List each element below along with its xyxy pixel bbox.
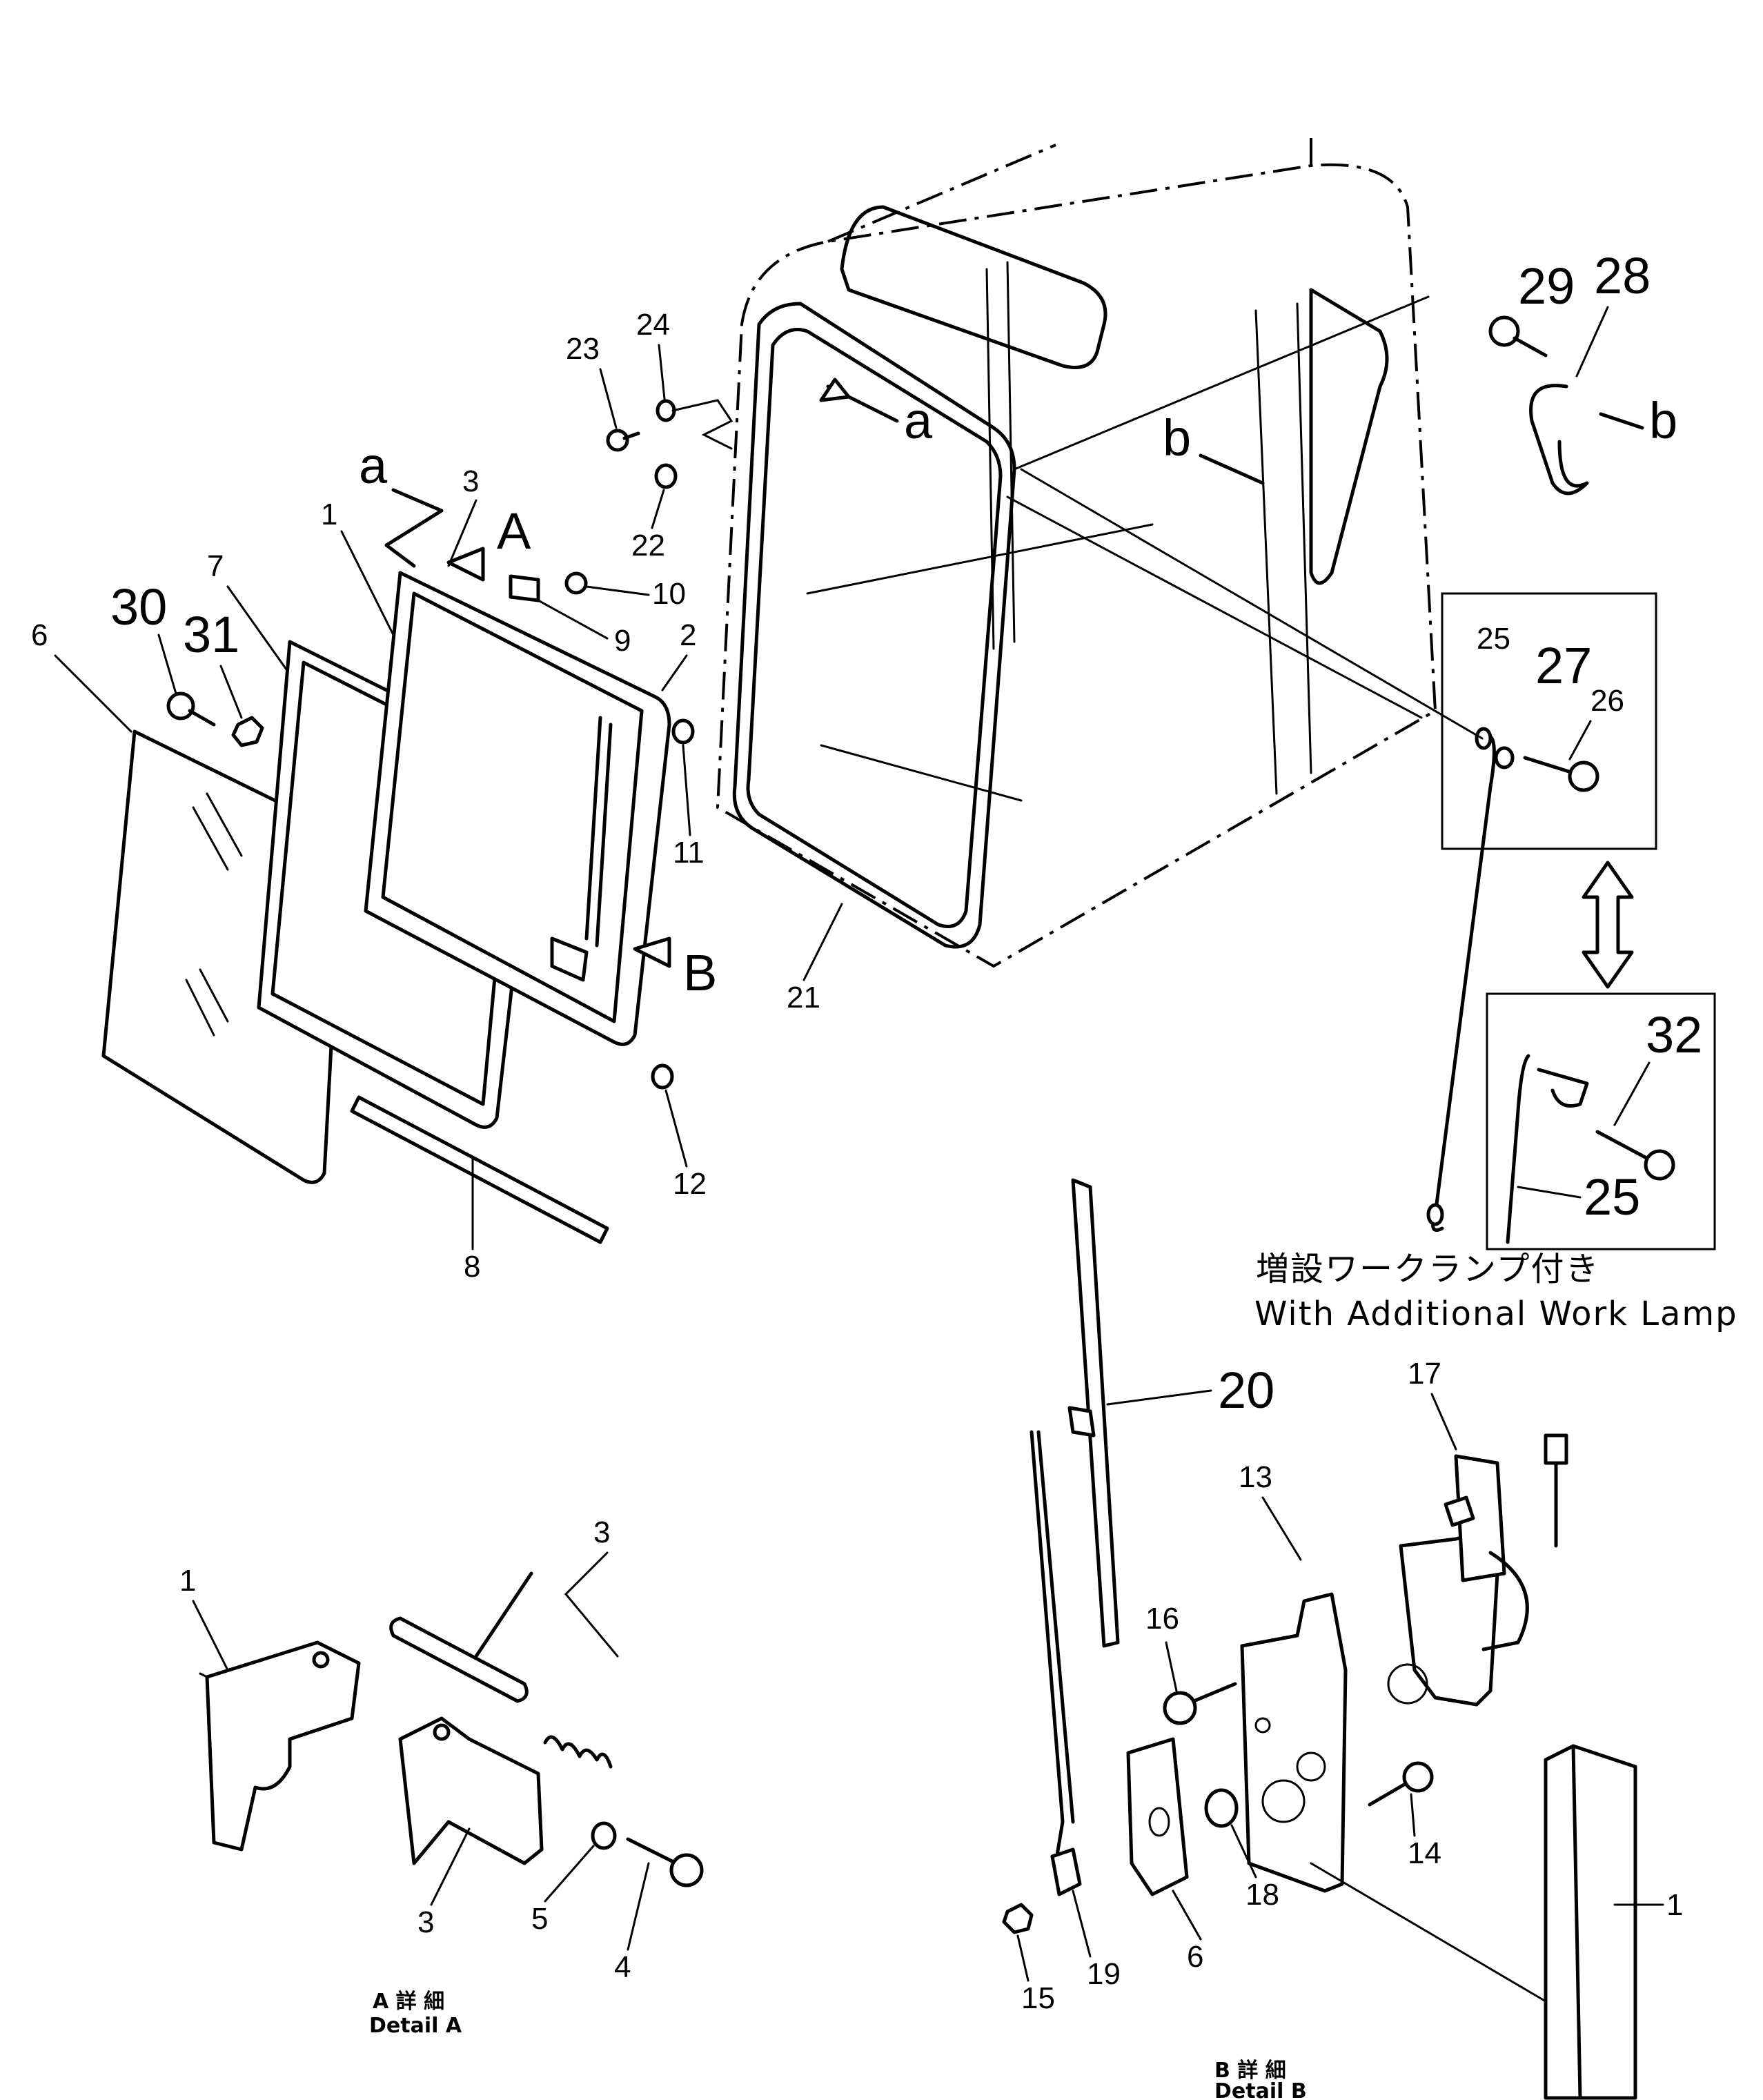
wiper-blade-20 xyxy=(1067,1178,1120,1648)
arrow-A xyxy=(446,547,485,582)
label-30: 30 xyxy=(110,578,167,636)
lamp-box-opt xyxy=(1486,992,1716,1250)
wiper-plate-13 xyxy=(1240,1592,1348,1893)
lamp-bracket-28 xyxy=(1529,384,1589,495)
wiper-label-18: 15 xyxy=(1021,1981,1055,2015)
label-27: 27 xyxy=(1535,637,1592,694)
detail-b-caption-jp: B 詳 細 xyxy=(1214,2059,1286,2083)
label-2: 2 xyxy=(680,618,696,652)
view-mark-b-cab: b xyxy=(1163,409,1191,467)
washer-24 xyxy=(656,399,676,422)
screw-23 xyxy=(606,429,640,452)
wiper-label-16: 16 xyxy=(1145,1602,1179,1636)
washer-27 xyxy=(1494,746,1515,769)
wiper-label-1: 1 xyxy=(1666,1888,1683,1922)
label-1: 1 xyxy=(321,498,337,531)
view-mark-b-lamp: b xyxy=(1649,392,1677,449)
wiper-labels: 20 17 13 16 14 18 6 19 15 1 xyxy=(1016,1357,1683,2015)
lamp-rod-opt xyxy=(1506,1054,1530,1244)
label-25-top: 25 xyxy=(1477,622,1510,656)
door-labels: 1 2 3 6 7 8 9 10 11 12 21 22 23 24 30 31 xyxy=(31,308,843,1284)
label-9: 9 xyxy=(614,624,631,658)
wiper-nut-18 xyxy=(1002,1903,1034,1934)
lamp-box-std xyxy=(1441,592,1657,850)
wiper-grommet-17 xyxy=(1204,1788,1239,1828)
view-mark-B: B xyxy=(683,944,717,1001)
wiper-label-14: 14 xyxy=(1408,1836,1441,1870)
arrow-b-cab xyxy=(1199,453,1265,485)
wiper-label-15: 17 xyxy=(1408,1357,1441,1391)
lamp-bracket-opt xyxy=(1537,1068,1589,1108)
detail-a-bolt-4 xyxy=(626,1837,704,1887)
detail-a-washer-5 xyxy=(591,1821,617,1850)
detail-a-pin-3 xyxy=(389,1571,613,1769)
label-28: 28 xyxy=(1594,247,1651,304)
detail-a-latch-3 xyxy=(398,1716,544,1865)
arrow-B xyxy=(633,936,671,968)
label-32: 32 xyxy=(1646,1006,1702,1063)
label-3: 3 xyxy=(462,464,479,498)
detail-b-caption-en: Detail B xyxy=(1214,2079,1307,2100)
label-24: 24 xyxy=(636,308,670,342)
lamp-caption-jp: 増設ワークランプ付き xyxy=(1256,1250,1600,1288)
bolt-26 xyxy=(1523,756,1599,792)
label-26: 26 xyxy=(1590,684,1624,718)
label-29: 29 xyxy=(1518,257,1575,315)
label-7: 7 xyxy=(207,549,224,583)
detail-a-label-3-bottom: 3 xyxy=(417,1905,434,1939)
wiper-label-19: 19 xyxy=(1087,1957,1121,1991)
wiper-pad-6 xyxy=(1126,1737,1189,1896)
cab-frame xyxy=(716,138,1437,968)
label-10: 10 xyxy=(652,577,686,611)
wiper-arm-19 xyxy=(1030,1430,1082,1896)
wiper-bolt-14 xyxy=(1368,1761,1434,1807)
label-31: 31 xyxy=(183,606,239,663)
label-21: 21 xyxy=(787,981,820,1014)
bolt-29 xyxy=(1488,315,1548,357)
label-11: 11 xyxy=(673,836,705,870)
arrow-a-door xyxy=(384,488,444,568)
door-frame xyxy=(364,571,671,1046)
arrow-a-cab xyxy=(819,377,899,423)
view-mark-a-door: a xyxy=(359,437,388,494)
lamp-leader-line xyxy=(1020,468,1484,740)
label-23: 23 xyxy=(566,332,600,366)
detail-a-caption-en: Detail A xyxy=(369,2014,462,2038)
wiper-label-20: 20 xyxy=(1218,1362,1274,1419)
wiper-motor-15 xyxy=(1387,1433,1568,1707)
swap-arrow xyxy=(1582,861,1634,989)
wiper-bolt-16 xyxy=(1163,1682,1237,1725)
label-25-opt: 25 xyxy=(1584,1168,1640,1226)
wiper-label-13: 13 xyxy=(1239,1460,1272,1494)
detail-a-caption-jp: A 詳 細 xyxy=(373,1990,444,2014)
detail-a-label-5: 5 xyxy=(531,1902,548,1936)
label-8: 8 xyxy=(464,1250,480,1284)
detail-a-label-3-top: 3 xyxy=(593,1515,610,1549)
washer-12 xyxy=(651,1063,674,1090)
view-mark-A: A xyxy=(497,502,531,560)
label-12: 12 xyxy=(673,1167,707,1201)
pillar-1 xyxy=(1544,1744,1637,2100)
detail-a-label-4: 4 xyxy=(614,1950,631,1984)
detail-a-bracket-1 xyxy=(199,1640,361,1852)
washer-22 xyxy=(654,463,678,489)
bolt-30 xyxy=(166,691,216,727)
arrow-b-lamp xyxy=(1599,412,1644,430)
screw-10 xyxy=(564,571,588,595)
view-mark-a-cab: a xyxy=(904,392,933,449)
wiper-label-17: 18 xyxy=(1245,1878,1279,1912)
leader-24-cab xyxy=(671,399,733,450)
nut-31 xyxy=(231,716,264,747)
label-6: 6 xyxy=(31,618,48,652)
bolt-32 xyxy=(1595,1130,1675,1181)
detail-a-label-1: 1 xyxy=(179,1564,196,1598)
washer-11 xyxy=(671,718,695,745)
wiper-pillar-leader xyxy=(1310,1862,1547,2003)
wiper-label-6: 6 xyxy=(1187,1940,1203,1974)
clip-9 xyxy=(509,574,540,602)
lower-strip xyxy=(350,1095,609,1244)
lamp-caption-en: With Additional Work Lamp xyxy=(1254,1295,1738,1333)
label-22: 22 xyxy=(631,529,665,562)
